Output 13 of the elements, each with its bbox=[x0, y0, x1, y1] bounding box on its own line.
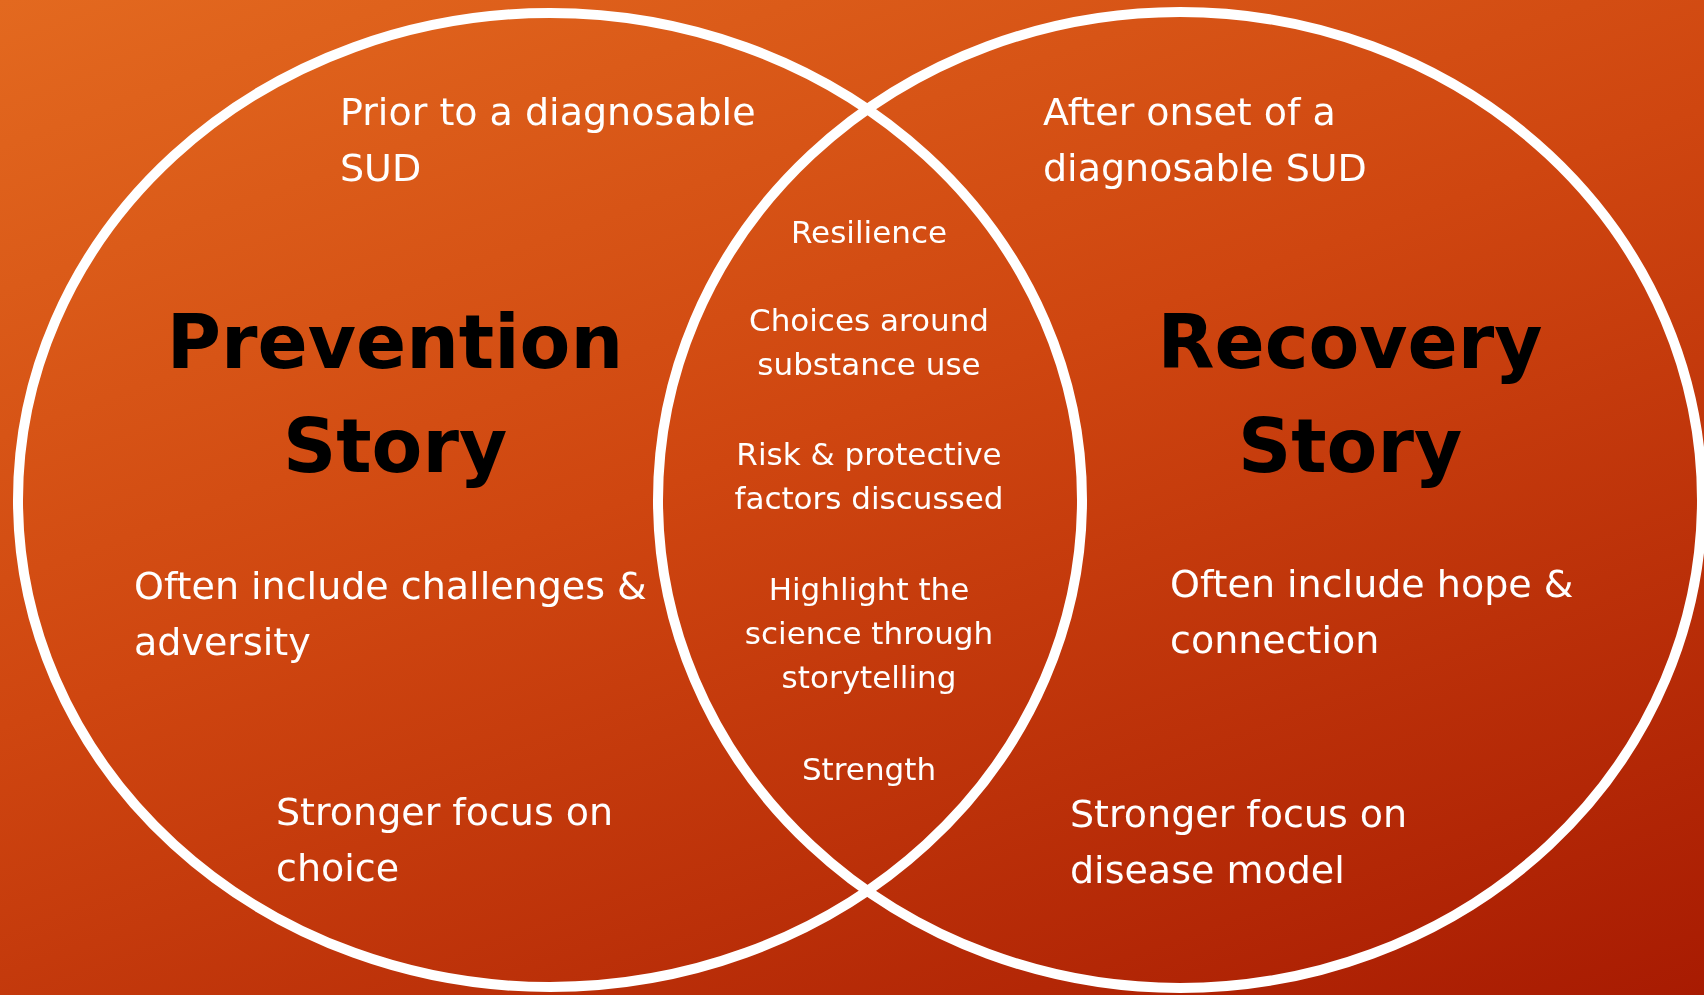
circle-text: After onset of a diagnosable SUD bbox=[1043, 89, 1368, 192]
overlap-text: Resilience bbox=[789, 213, 948, 252]
circle-text: Stronger focus on disease model bbox=[1070, 791, 1409, 894]
circle-text: Often include hope & connection bbox=[1170, 561, 1575, 664]
circle-title: Prevention Story bbox=[165, 298, 625, 491]
circle-text: Often include challenges & adversity bbox=[134, 563, 648, 666]
overlap-text: Choices around substance use bbox=[748, 301, 990, 384]
circle-title: Recovery Story bbox=[1156, 298, 1544, 491]
circle-text: Stronger focus on choice bbox=[276, 789, 615, 892]
overlap-text: Strength bbox=[800, 750, 938, 789]
overlap-text: Highlight the science through storytelling bbox=[743, 570, 995, 697]
overlap-text: Risk & protective factors discussed bbox=[733, 435, 1005, 518]
circle-text: Prior to a diagnosable SUD bbox=[340, 89, 757, 192]
